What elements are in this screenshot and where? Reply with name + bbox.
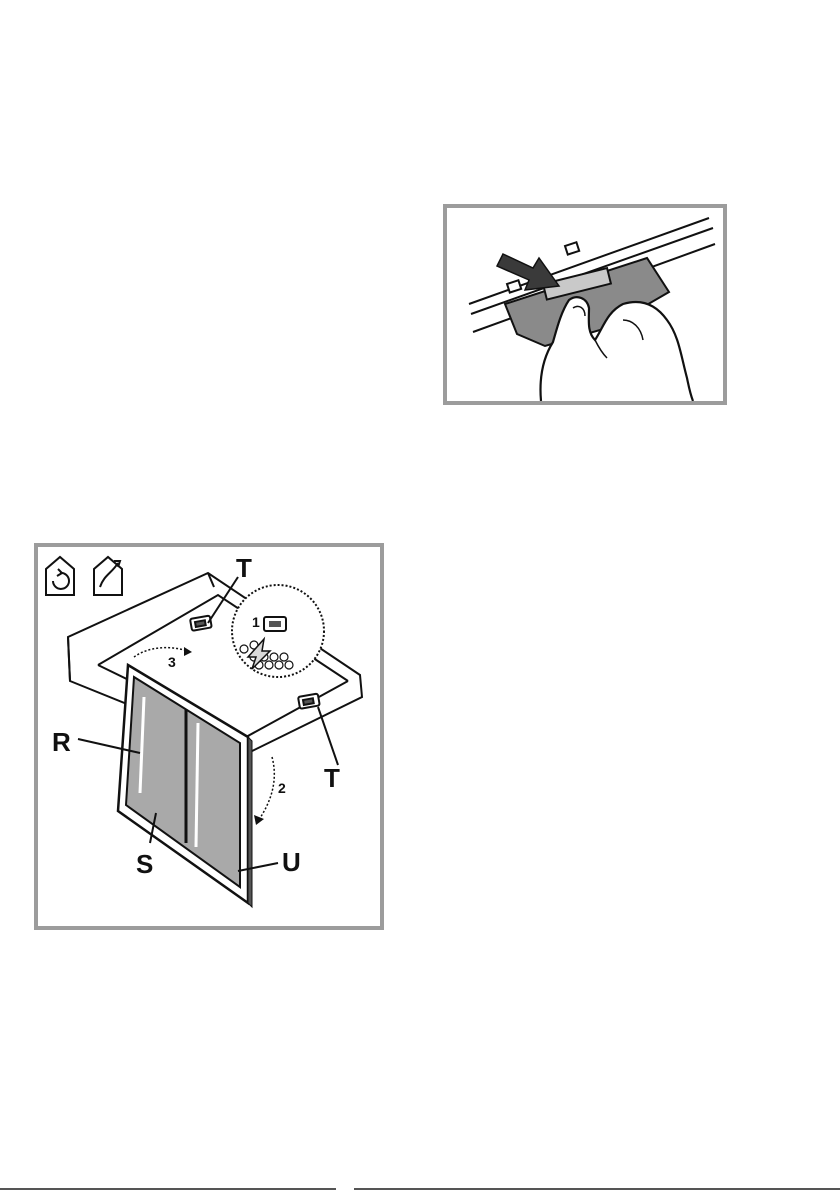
step-number-1: 1 [252, 614, 260, 630]
label-t-top: T [236, 553, 252, 583]
filter-removal-drawing: T T R S U 1 2 3 [38, 547, 380, 926]
extraction-mode-icon [94, 557, 122, 595]
recirculation-mode-icon [46, 557, 74, 595]
footer-rule-right [354, 1188, 840, 1190]
hand-icon [541, 297, 694, 401]
step-number-3: 3 [168, 654, 176, 670]
label-t-right: T [324, 763, 340, 793]
slider-release-drawing [447, 208, 723, 401]
detail-magnifier [232, 585, 324, 677]
footer-rule-left [0, 1188, 336, 1190]
catch-right [298, 694, 320, 709]
label-s: S [136, 849, 153, 879]
step-number-2: 2 [278, 780, 286, 796]
leader-t-right [318, 707, 338, 765]
rotation-arrow-2-head [254, 815, 264, 825]
label-r: R [52, 727, 71, 757]
rail-clip-right [565, 242, 579, 254]
label-u: U [282, 847, 301, 877]
filter-removal-illustration: T T R S U 1 2 3 [34, 543, 384, 930]
rail-clip-left [507, 280, 521, 292]
slider-release-illustration [443, 204, 727, 405]
rotation-arrow-2 [258, 757, 274, 821]
